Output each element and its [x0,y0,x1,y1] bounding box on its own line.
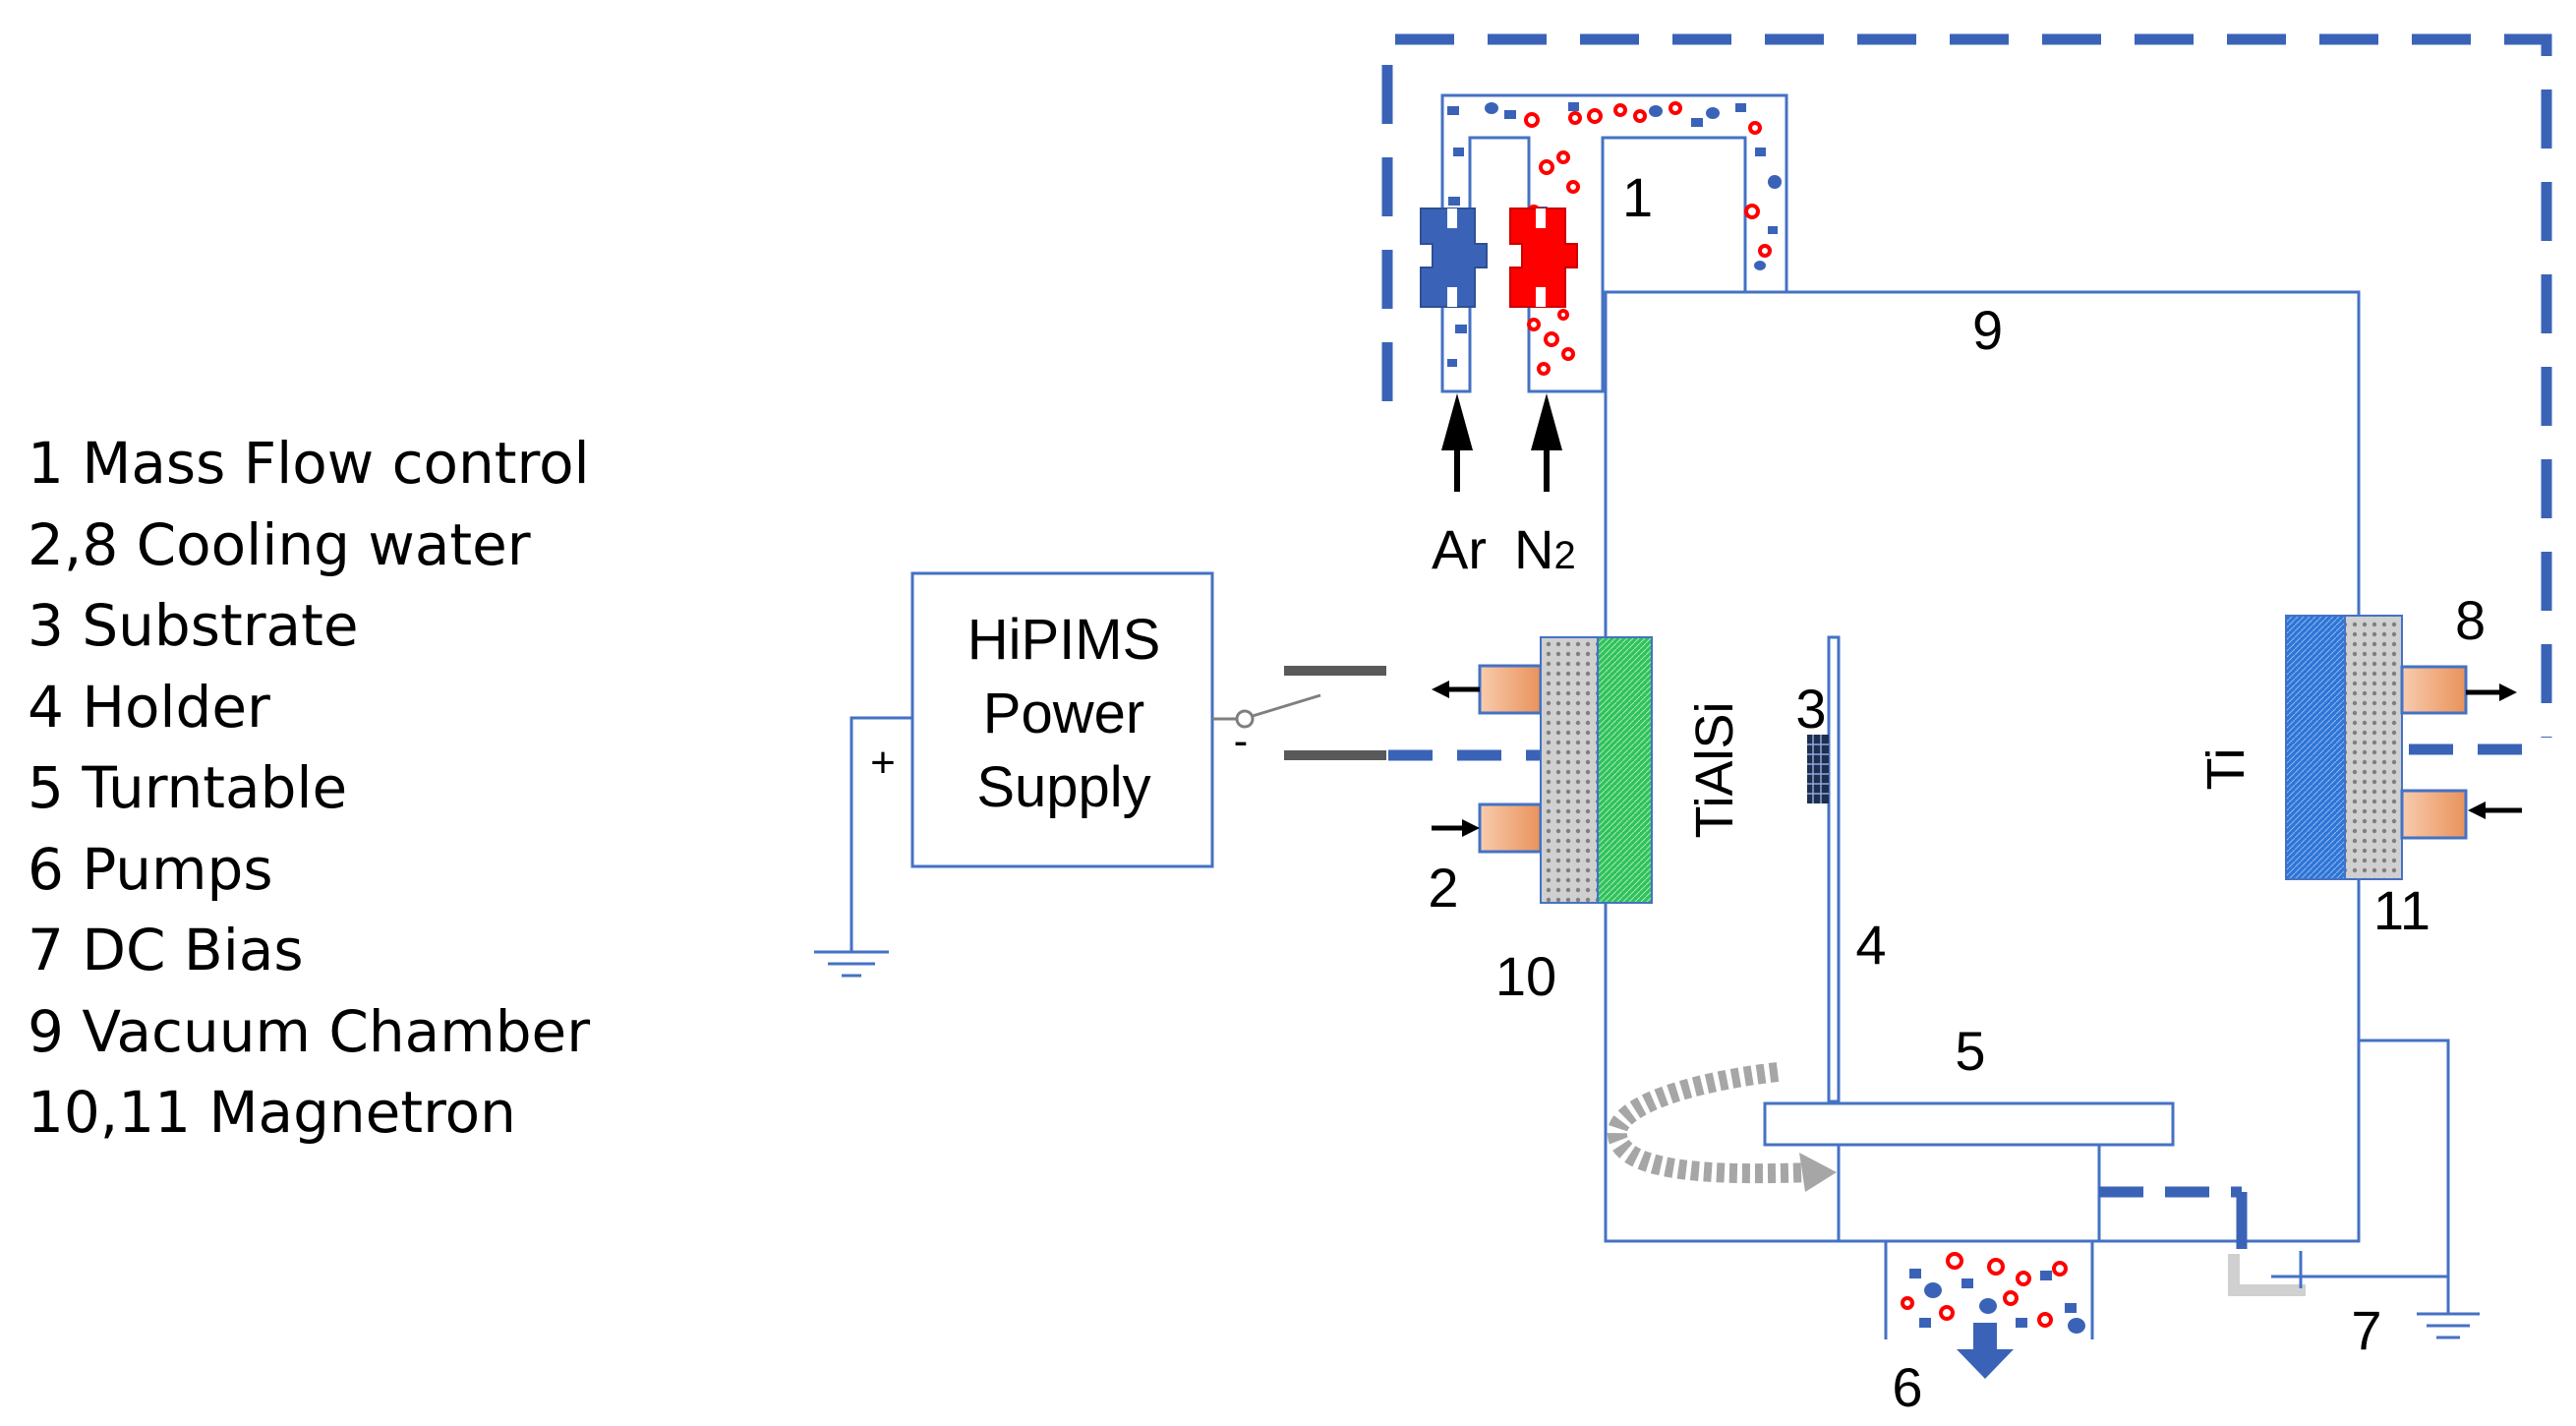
cooling-arrow-left-in [1432,819,1480,837]
bias-switch [2228,1251,2306,1296]
mass-flow-control [1420,93,1788,393]
cooling-arrow-left-out [1432,681,1480,698]
legend-item: 10,11 Magnetron [28,1079,516,1146]
legend-item: 4 Holder [28,673,270,741]
gas-particles [1447,101,1782,376]
nitrogen-label: N2 [1514,518,1576,580]
number-5: 5 [1955,1020,1985,1082]
pump-outlet [1884,1241,2094,1339]
dashed-enclosure [1381,33,2552,738]
argon-label: Ar [1432,518,1487,580]
number-1: 1 [1622,166,1653,228]
cooling-arrow-right-in [2468,802,2522,819]
argon-inlet-arrow [1441,393,1473,492]
number-2: 2 [1428,857,1458,919]
target-right-label: Ti [2196,748,2255,791]
argon-valve [1420,208,1488,308]
legend-item: 2,8 Cooling water [28,510,531,578]
minus-terminal-label: - [1234,717,1249,765]
number-8: 8 [2455,589,2486,651]
number-11: 11 [2373,879,2430,941]
turntable [1763,1101,2175,1147]
plus-terminal-label: + [870,739,896,787]
cooling-arrow-right-out [2466,683,2517,701]
power-supply-line2: Power [983,682,1144,745]
turntable-base [1837,1143,2101,1243]
nitrogen-inlet-arrow [1531,393,1562,492]
number-9: 9 [1972,299,2003,361]
legend-item: 3 Substrate [28,592,359,659]
number-7: 7 [2351,1299,2381,1361]
ground-symbol-right [2417,1277,2480,1339]
legend-item: 9 Vacuum Chamber [28,997,591,1065]
substrate [1807,735,1829,803]
power-supply-line1: HiPIMS [967,608,1161,672]
legend-item: 1 Mass Flow control [28,430,590,497]
hipims-power-supply [910,571,1214,868]
magnetron-left [1478,636,1653,904]
legend: 1 Mass Flow control 2,8 Cooling water 3 … [28,423,590,1154]
rotation-arrow [1607,1062,1837,1192]
ground-line [2301,1039,2450,1278]
number-4: 4 [1855,914,1886,976]
legend-item: 7 DC Bias [28,917,304,983]
number-10: 10 [1495,945,1556,1007]
supply-ground [814,716,912,978]
power-supply-line3: Supply [976,755,1150,819]
nitrogen-valve [1509,208,1578,308]
legend-item: 5 Turntable [28,754,348,821]
number-3: 3 [1795,678,1826,740]
magnetron-right [2285,615,2468,880]
pump-arrow [1957,1323,2014,1379]
substrate-holder [1827,635,1841,1103]
number-6: 6 [1892,1356,1922,1418]
target-left-label: TiAlSi [1685,701,1744,838]
legend-item: 6 Pumps [28,835,273,903]
switch [1212,693,1321,729]
